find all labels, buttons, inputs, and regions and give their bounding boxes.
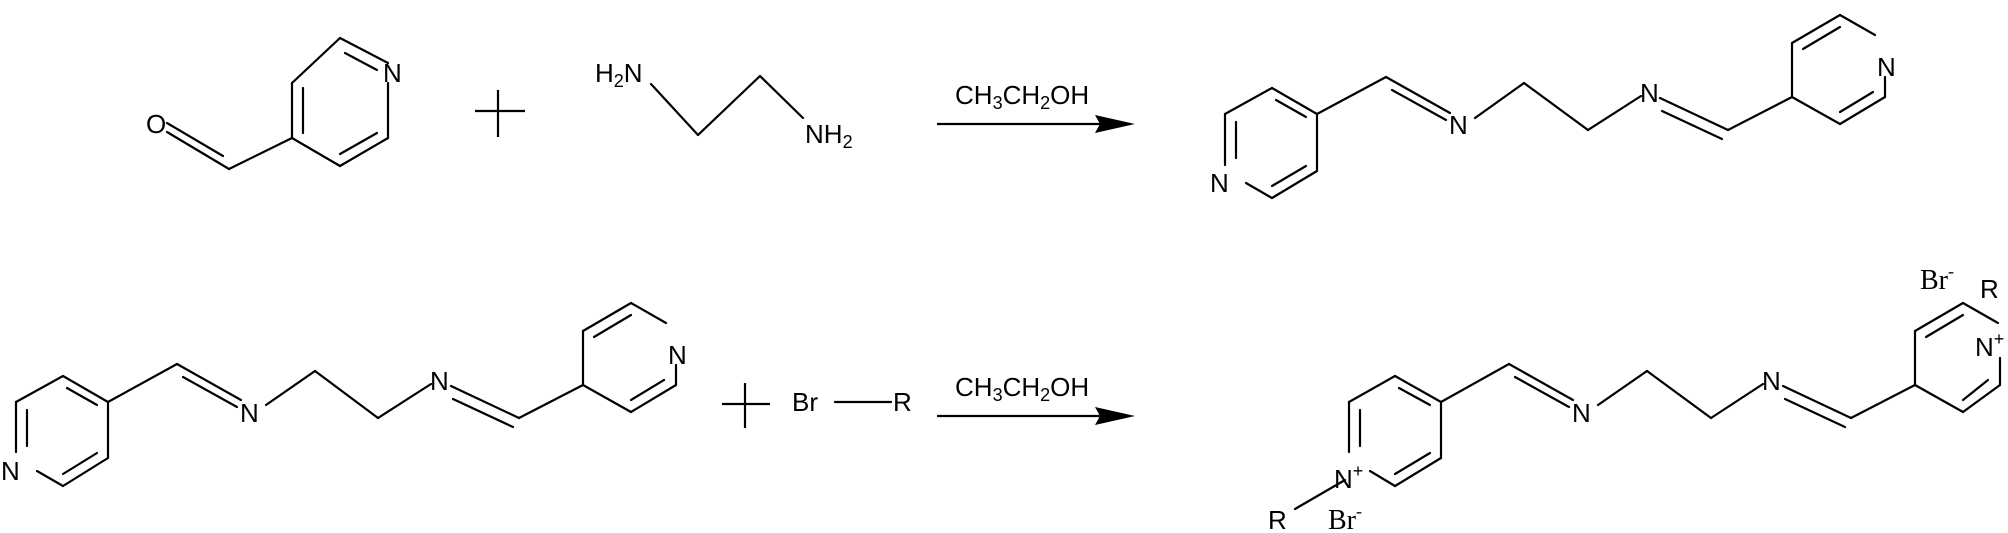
row1-reaction-arrow: CH3CH2OH xyxy=(937,80,1135,133)
row2-conditions-label: CH3CH2OH xyxy=(955,372,1089,405)
row1-reactant1-oxygen-label: O xyxy=(146,109,166,139)
row1-reactant1-nitrogen-label: N xyxy=(383,58,402,88)
row1-product-imine-right-n: N xyxy=(1640,78,1659,108)
row2-bromine-label: Br xyxy=(792,387,818,417)
row2-reactant1-pyridine-left-n: N xyxy=(1,456,20,486)
row2-r-group-label: R xyxy=(893,387,912,417)
row1-conditions-label: CH3CH2OH xyxy=(955,80,1089,113)
row1-product-pyridine-left-n: N xyxy=(1210,168,1229,198)
row2-reactant1-imine-left-n: N xyxy=(240,398,259,428)
row2-product-imine-left-n: N xyxy=(1572,398,1591,428)
row1-product-bisimine: N N N N xyxy=(1210,13,1896,200)
row2-reaction-arrow: CH3CH2OH xyxy=(937,372,1135,425)
row1-h2n-label: H2N xyxy=(595,58,643,91)
row2-product-r-left: R xyxy=(1268,505,1287,533)
row1-nh2-label: NH2 xyxy=(805,119,853,152)
row2-product-right-labels: Br- N+ R xyxy=(1920,261,2004,362)
row1-product-imine-left-n: N xyxy=(1449,110,1468,140)
row1-reactant2-ethylenediamine: H2N NH2 xyxy=(595,58,853,152)
row1-plus-sign xyxy=(475,90,525,137)
row2-product-counterion-right: Br- xyxy=(1920,261,1954,296)
row2-product-pyridinium-left-n: N+ xyxy=(1334,461,1363,494)
row2-product-r-right: R xyxy=(1980,274,1999,304)
row2-reactant2-alkyl-bromide: Br R xyxy=(792,387,912,417)
row2-product-bispyridinium: N+ R Br- N N xyxy=(1268,301,2002,533)
row2-reactant1-pyridine-right-n: N xyxy=(668,340,687,370)
row2-product-counterion-left: Br- xyxy=(1328,501,1362,533)
row2-product-imine-right-n: N xyxy=(1762,366,1781,396)
row2-reactant1-imine-right-n: N xyxy=(430,366,449,396)
row2-plus-sign xyxy=(722,383,770,428)
row1-product-pyridine-right-n: N xyxy=(1877,52,1896,82)
row1-reactant1-aldehyde: O N xyxy=(146,36,402,171)
row2-reactant1-bisimine: N N N N xyxy=(1,301,687,488)
